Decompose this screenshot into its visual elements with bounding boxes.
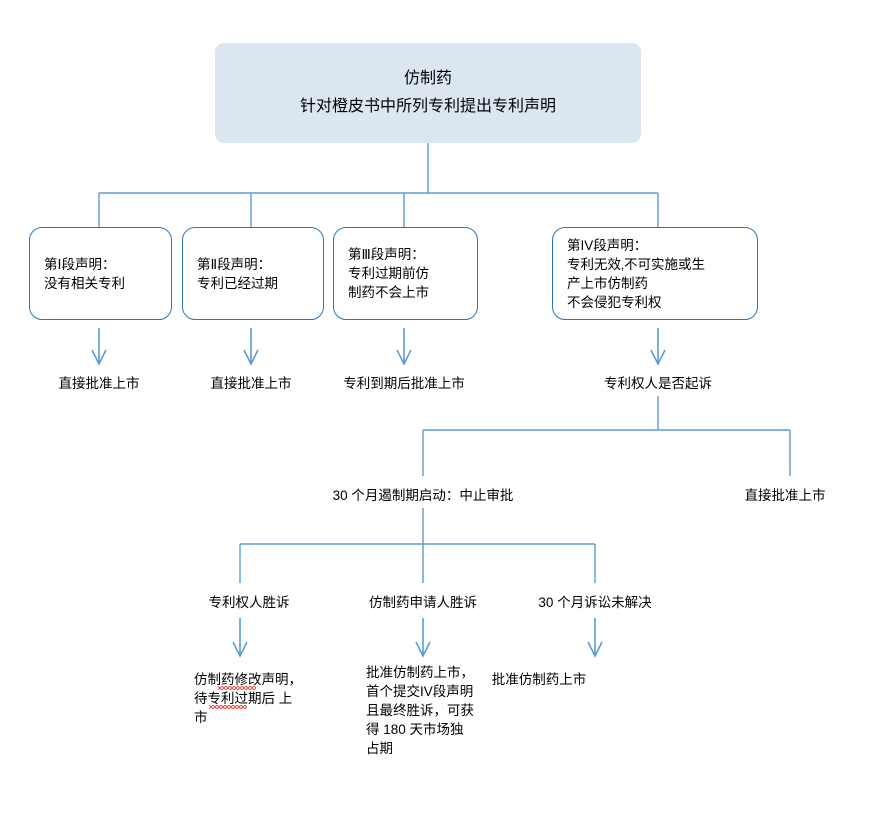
result-label-amend-declaration: 仿制药修改声明，待专利过期后 上 市 xyxy=(194,672,302,725)
declaration-box-paragraph-1[interactable]: 第Ⅰ段声明： 没有相关专利 xyxy=(29,227,172,320)
outcome-label-approve-2: 直接批准上市 xyxy=(210,376,292,391)
spellcheck-underline xyxy=(218,686,256,690)
outcome-label-30-month-stay: 30 个月遏制期启动：中止审批 xyxy=(332,488,514,503)
outcome-label-approve-after-expiry: 专利到期后批准上市 xyxy=(343,376,465,391)
branch-label-unresolved: 30 个月诉讼未解决 xyxy=(538,595,652,610)
declaration-box-text: 第Ⅲ段声明： 专利过期前仿 制药不会上市 xyxy=(348,247,429,300)
root-node-line1: 仿制药 xyxy=(403,70,452,87)
declaration-box-paragraph-2[interactable]: 第Ⅱ段声明： 专利已经过期 xyxy=(182,227,324,320)
branch-label-applicant-wins: 仿制药申请人胜诉 xyxy=(369,595,477,610)
declaration-box-paragraph-3[interactable]: 第Ⅲ段声明： 专利过期前仿 制药不会上市 xyxy=(333,227,478,320)
spellcheck-underline xyxy=(209,705,247,709)
result-label-approve-generic: 批准仿制药上市 xyxy=(491,672,587,687)
root-node: 仿制药 针对橙皮书中所列专利提出专利声明 xyxy=(215,43,641,143)
result-label-approve-with-exclusivity: 批准仿制药上市，首个提交IV段声明且最终胜诉，可获得 180 天市场独占期 xyxy=(366,665,474,756)
declaration-box-text: 第Ⅰ段声明： 没有相关专利 xyxy=(44,256,125,291)
root-node-line2: 针对橙皮书中所列专利提出专利声明 xyxy=(299,98,556,115)
decision-label-patentee-sues: 专利权人是否起诉 xyxy=(604,376,712,391)
branch-label-patentee-wins: 专利权人胜诉 xyxy=(208,595,290,610)
outcome-label-approve-1: 直接批准上市 xyxy=(58,376,140,391)
outcome-label-approve-direct: 直接批准上市 xyxy=(744,488,826,503)
declaration-box-text: 第Ⅱ段声明： 专利已经过期 xyxy=(197,256,278,291)
declaration-box-text: 第IV段声明： 专利无效‚不可实施或生 产上市仿制药 不会侵犯专利权 xyxy=(567,237,705,310)
declaration-box-paragraph-4[interactable]: 第IV段声明： 专利无效‚不可实施或生 产上市仿制药 不会侵犯专利权 xyxy=(552,227,758,320)
